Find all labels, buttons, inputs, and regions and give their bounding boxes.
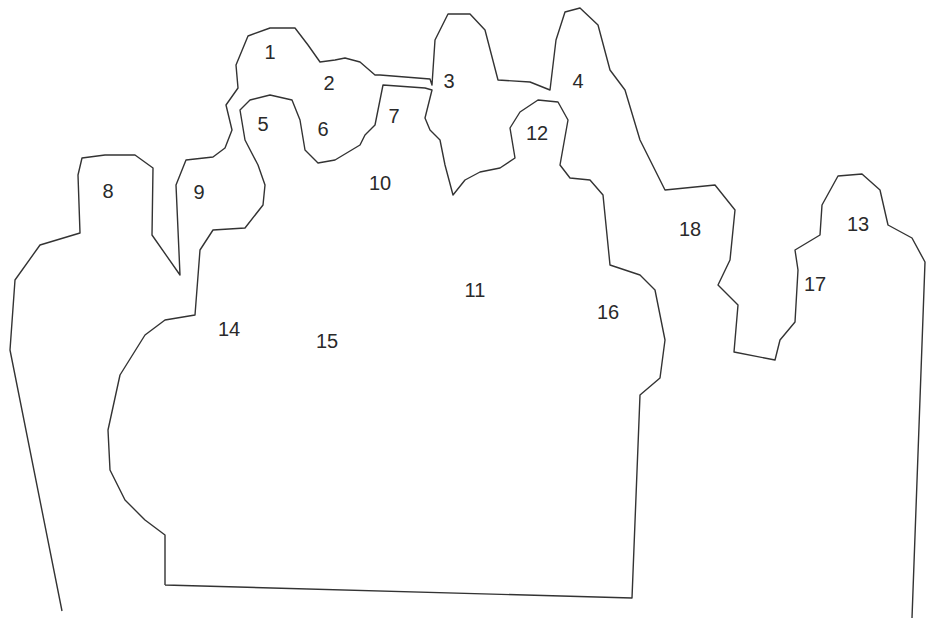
callout-number: 7	[388, 106, 399, 126]
callout-number: 1	[264, 42, 275, 62]
inner-outline	[108, 85, 665, 598]
callout-number: 3	[443, 71, 454, 91]
callout-number: 15	[316, 331, 338, 351]
callout-number: 14	[218, 319, 240, 339]
callout-number: 4	[572, 71, 583, 91]
callout-number: 17	[804, 274, 826, 294]
callout-number: 10	[369, 173, 391, 193]
callout-number: 8	[102, 181, 113, 201]
callout-number: 11	[465, 280, 486, 300]
callout-number: 13	[847, 214, 869, 234]
outer-outline	[10, 8, 925, 618]
callout-number: 2	[323, 73, 334, 93]
callout-number: 12	[526, 123, 548, 143]
callout-number: 9	[193, 182, 204, 202]
callout-number: 18	[679, 219, 701, 239]
callout-number: 16	[597, 302, 619, 322]
callout-number: 6	[317, 119, 328, 139]
callout-number: 5	[257, 114, 268, 134]
